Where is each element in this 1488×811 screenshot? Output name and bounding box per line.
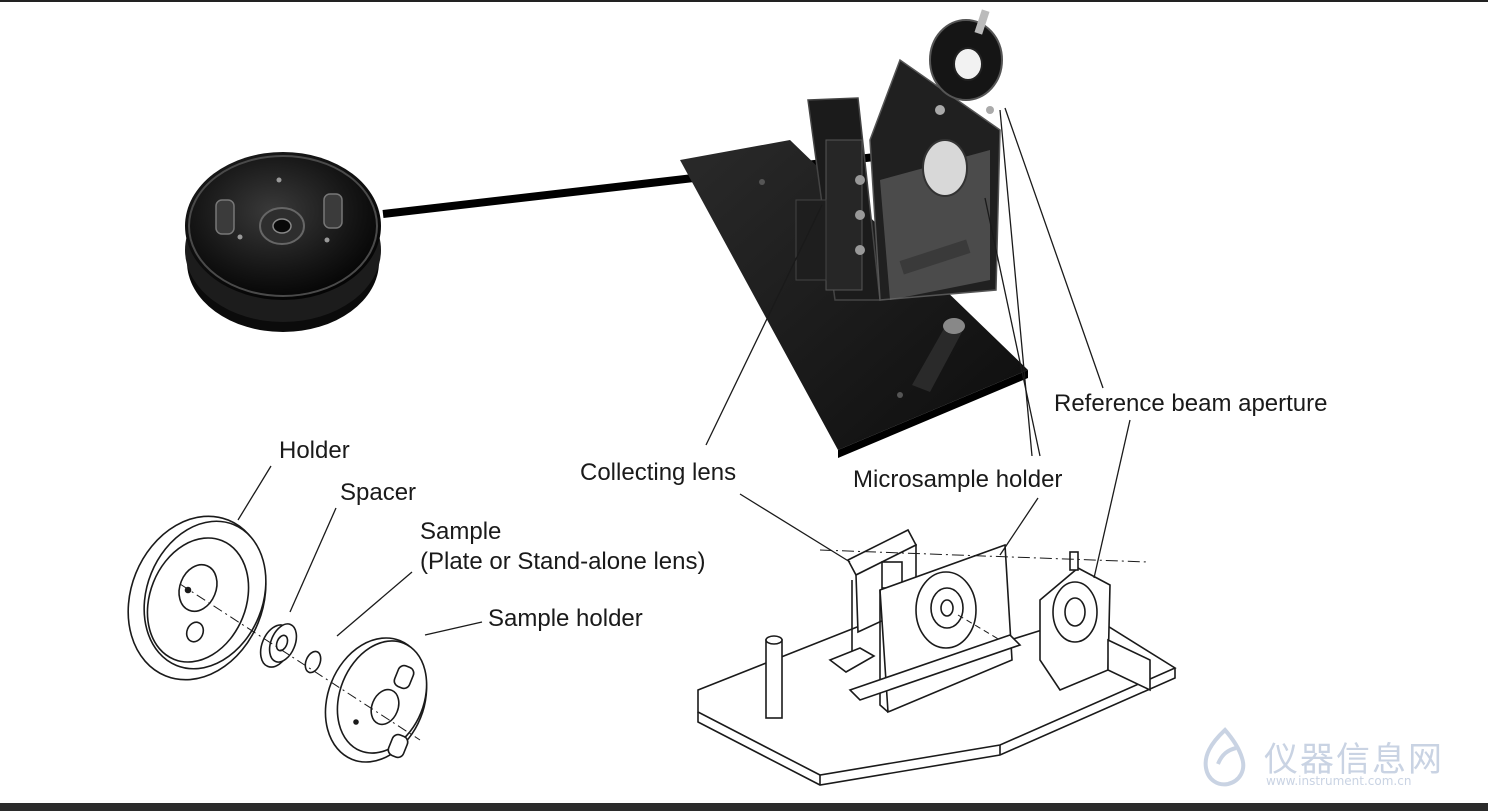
label-sample-holder: Sample holder — [488, 605, 643, 632]
bench-photo — [680, 9, 1028, 458]
leader-lines-right — [739, 419, 1131, 579]
leader-lines-left — [237, 465, 483, 637]
bottom-border — [0, 803, 1488, 811]
exploded-holder-drawing — [127, 515, 428, 763]
bench-drawing — [697, 528, 1177, 786]
leader-lines-photo — [705, 107, 1104, 457]
holder-photo — [185, 152, 381, 332]
top-border — [0, 0, 1488, 2]
label-holder: Holder — [279, 437, 350, 464]
instrument-logo-icon — [1203, 727, 1246, 787]
watermark-text: 仪器信息网 — [1264, 740, 1444, 780]
label-spacer: Spacer — [340, 479, 417, 506]
label-microsample-holder: Microsample holder — [853, 466, 1063, 493]
watermark-url: www.instrument.com.cn — [1266, 774, 1412, 788]
watermark: 仪器信息网 www.instrument.com.cn — [1192, 724, 1482, 796]
label-sample-type: (Plate or Stand-alone lens) — [420, 548, 706, 575]
label-reference-beam-aperture: Reference beam aperture — [1054, 390, 1328, 417]
label-sample: Sample — [420, 518, 502, 545]
label-collecting-lens: Collecting lens — [580, 459, 737, 486]
